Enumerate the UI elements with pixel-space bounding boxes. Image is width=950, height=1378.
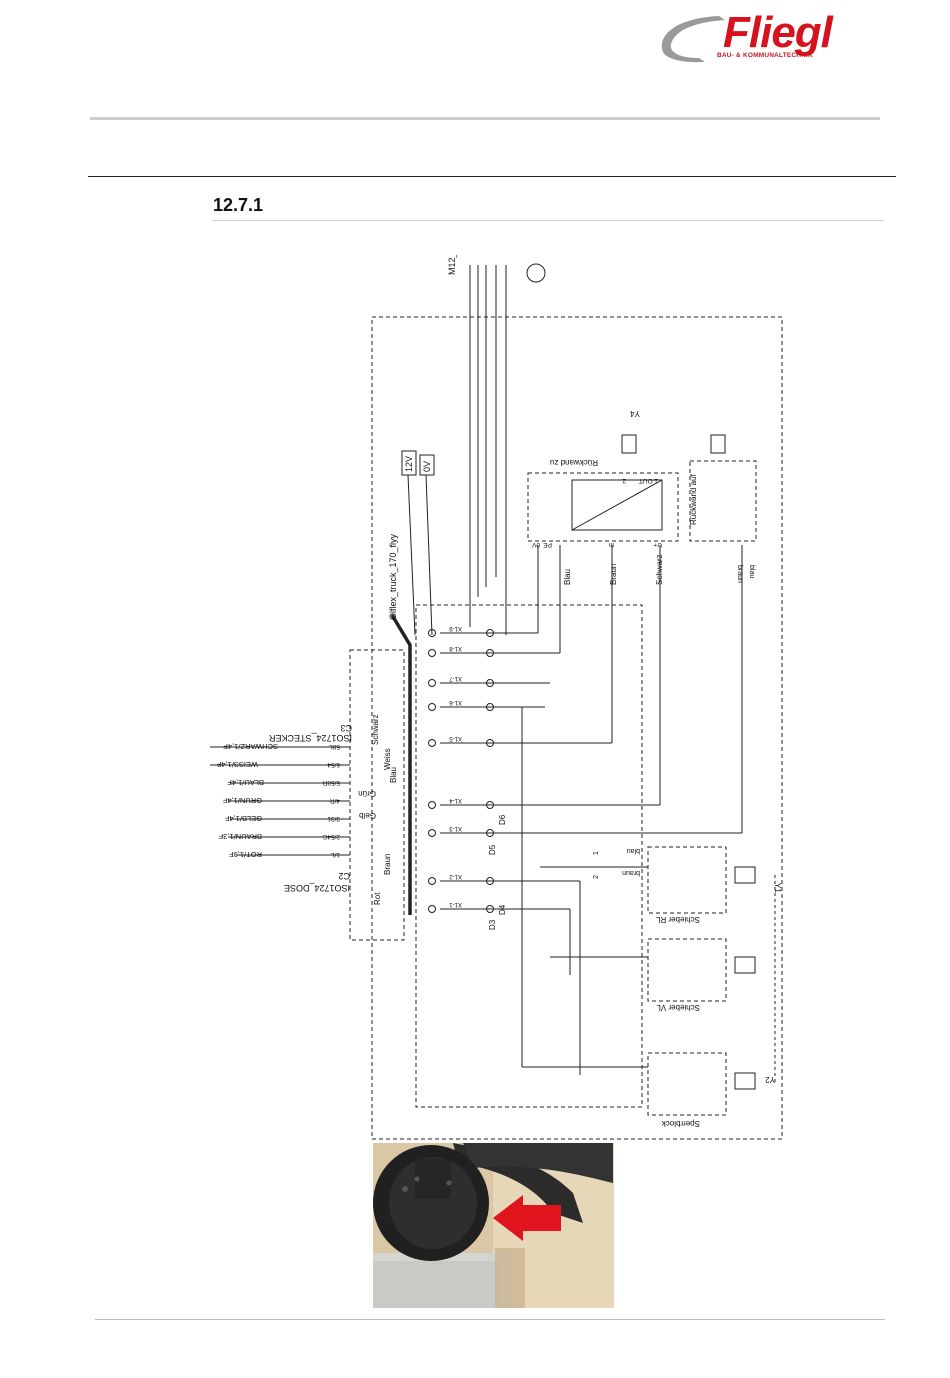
0v-box — [419, 454, 435, 476]
pin-label: 2/54G — [322, 833, 340, 840]
valve-coil-label: Y2 — [765, 1075, 775, 1084]
valve-coil-label: Y1 — [773, 883, 782, 893]
plug-wire-label: GRUN/1,4F — [222, 796, 262, 805]
sensor-pin-label: In — [608, 541, 614, 548]
sensor-pin-label: 0V — [531, 541, 540, 548]
sensor-pin-label: U+ — [653, 541, 662, 548]
pin-label: 6/54 — [327, 761, 340, 768]
plug-wire-label: WEISS/1,4F — [216, 760, 258, 769]
plug-wire-label: BLAU/1,4F — [227, 778, 264, 787]
wiring-diagram: M12_F 12V 0V Olflex_truck_170_flyy ISO17… — [210, 255, 783, 1140]
pin-label: 3/31 — [327, 815, 340, 822]
wire-color-label: Gelb — [359, 811, 376, 820]
pin-number-label: 1 — [593, 851, 600, 855]
pin-number-label: 2 — [593, 875, 600, 879]
terminal-label: X1-1 — [449, 901, 462, 907]
terminal-label: X1-6 — [449, 699, 462, 705]
section-underline — [212, 220, 884, 221]
socket-name-label: ISO1724_DOSE — [284, 883, 350, 893]
terminal-label: X1-4 — [449, 797, 462, 803]
m12-connector-label: M12_F — [447, 255, 457, 275]
box-right-wire-label: braun — [736, 565, 743, 583]
sensor-pin-label: 2 — [622, 477, 626, 484]
wire-color-label: Rot — [373, 892, 382, 905]
plug-wire-label: SCHWARZ/1,4F — [223, 742, 278, 751]
plug-name-label: ISO1724_STECKER — [268, 733, 352, 743]
logo-swoosh-icon — [661, 16, 725, 63]
plug-wire-label: BRAUN/1,3F — [218, 832, 262, 841]
12v-label: 12V — [404, 456, 414, 472]
company-logo: Fliegl BAU- & KOMMUNALTECHNIK — [655, 8, 870, 66]
terminal-label: X1-7 — [449, 675, 462, 681]
wire-color-label: Braun — [383, 854, 392, 875]
terminal-label: X1-3 — [449, 825, 462, 831]
pin-label: 5/58R — [322, 779, 340, 786]
socket-photo — [373, 1143, 614, 1308]
diode-label: D4 — [498, 904, 507, 915]
valve-label: Schieber VL — [656, 1003, 700, 1012]
diode-label: D3 — [488, 919, 497, 930]
logo-wordmark: Fliegl — [723, 8, 833, 57]
plug-wire-label: GELB/1,4F — [224, 814, 262, 823]
plug-wire-label: ROT/1,3F — [229, 850, 262, 859]
valve-top-label: Y4 — [630, 409, 640, 418]
valve-wire-label: braun — [622, 869, 640, 876]
valve-label: Schieber RL — [655, 915, 700, 924]
0v-label: 0V — [422, 461, 432, 472]
sensor-pin-label: 1 OUT — [639, 477, 658, 484]
red-arrow-icon — [493, 1195, 561, 1241]
wire-color-label: Schwarz — [371, 714, 380, 745]
box-right-top-label: Rückwand auf — [689, 474, 698, 525]
header-rule — [90, 117, 880, 120]
pin-label: 4/R — [330, 797, 340, 804]
wire-color-label: Blau — [389, 767, 398, 783]
sensor-wire-label: Schwarz — [655, 554, 664, 585]
pin-label: 1/L — [331, 851, 340, 858]
wire-color-label: Grün — [358, 789, 376, 798]
12v-box — [401, 450, 417, 476]
sensor-wire-label: Blau — [563, 569, 572, 585]
sensor-top-label: Rückwand zu — [550, 458, 598, 467]
socket-photo-image — [373, 1143, 614, 1308]
terminal-label: X1-8 — [449, 645, 462, 651]
wire-color-label: Weiss — [383, 748, 392, 770]
plug-ref-label: C3 — [340, 723, 352, 733]
socket-ref-label: C2 — [338, 871, 350, 881]
footer-rule — [95, 1319, 885, 1320]
cable-label: Olflex_truck_170_flyy — [388, 533, 398, 620]
sensor-pin-label: PE — [543, 541, 552, 548]
pin-label: 58L — [329, 743, 340, 750]
terminal-label: X1-2 — [449, 873, 462, 879]
box-right-wire-label: blau — [748, 565, 755, 578]
valve-label: Sperrblock — [661, 1119, 700, 1128]
sensor-wire-label: Braun — [609, 564, 618, 585]
diode-label: D6 — [498, 814, 507, 825]
valve-wire-label: blau — [627, 847, 640, 854]
header-divider — [88, 176, 896, 177]
terminal-label: X1-5 — [449, 735, 462, 741]
section-number: 12.7.1 — [213, 195, 264, 215]
diode-label: D5 — [488, 844, 497, 855]
logo-subtitle: BAU- & KOMMUNALTECHNIK — [717, 52, 813, 59]
terminal-label: X1-9 — [449, 625, 462, 631]
